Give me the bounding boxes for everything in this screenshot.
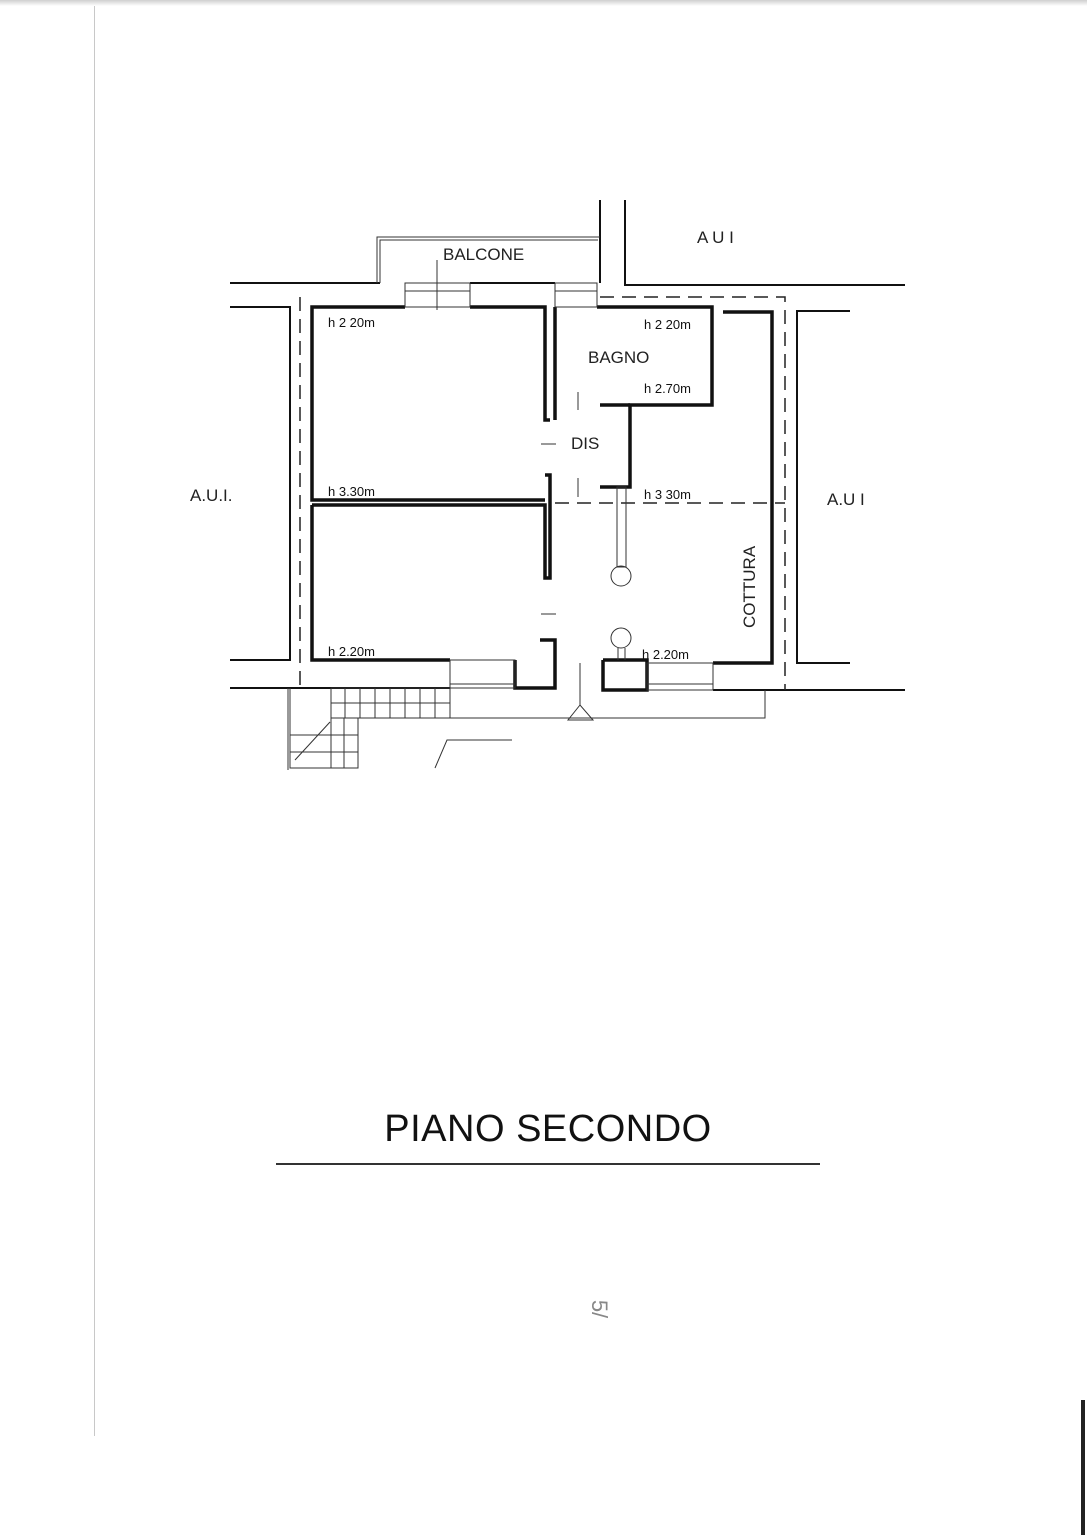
context-lines [230, 200, 905, 691]
scan-edge-left [94, 6, 95, 1436]
label-balcone: BALCONE [443, 245, 524, 264]
height-bagno-top: h 2 20m [644, 317, 691, 332]
height-bottom-right: h 2.20m [642, 647, 689, 662]
boundary-dashed [299, 296, 786, 690]
fixtures [541, 392, 632, 721]
title-underline [276, 1163, 820, 1165]
label-aui-left: A.U.I. [190, 486, 233, 505]
balcony [376, 236, 600, 283]
plan-title: PIANO SECONDO [384, 1108, 712, 1150]
walls [310, 305, 774, 692]
windows [404, 260, 714, 691]
scan-edge-top [0, 0, 1087, 6]
scan-edge-right [1081, 1400, 1085, 1535]
stairs [287, 687, 766, 770]
label-dis: DIS [571, 434, 599, 453]
height-bagno-bottom: h 2.70m [644, 381, 691, 396]
height-top-left: h 2 20m [328, 315, 375, 330]
height-mid-left: h 3.30m [328, 484, 375, 499]
label-aui-right: A.U I [827, 490, 865, 509]
label-cottura: COTTURA [740, 545, 759, 628]
page-mark: 5/ [587, 1299, 613, 1319]
height-bottom-left: h 2.20m [328, 644, 375, 659]
label-bagno: BAGNO [588, 348, 649, 367]
height-mid-right: h 3 30m [644, 487, 691, 502]
label-aui-top: A U I [697, 228, 734, 247]
